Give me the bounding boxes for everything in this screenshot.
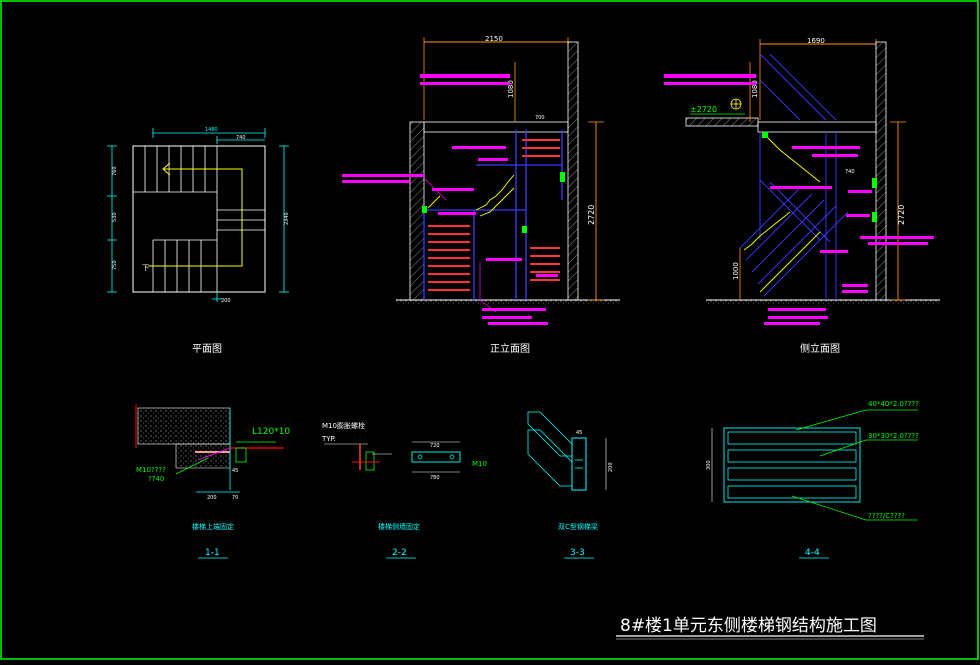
- plan-dim-top-total: 1480: [205, 127, 218, 133]
- detail-3-3: 200 45 双C型钢梯梁 3-3: [527, 411, 614, 559]
- detail-2-dim-a: 720: [430, 443, 440, 449]
- detail-1-number: 1-1: [205, 548, 220, 558]
- title-block: 8#楼1单元东侧楼梯钢结构施工图: [616, 616, 924, 640]
- front-dim-upper: 1080: [507, 80, 515, 98]
- detail-2-number: 2-2: [392, 548, 407, 558]
- front-view-label: 正立面图: [490, 342, 530, 355]
- front-elevation-view: 2150 2720 1080: [342, 35, 620, 355]
- detail-4-dim: 300: [706, 460, 712, 470]
- side-dim-upper: 1080: [751, 80, 759, 98]
- detail-1-dim-b: 70: [232, 495, 238, 501]
- detail-1-dim-a: 200: [207, 495, 217, 501]
- detail-1-dim-c: 45: [232, 468, 238, 474]
- detail-2-m10-label: M10: [472, 460, 487, 468]
- plan-dim-left-3: 750: [112, 260, 118, 270]
- detail-3-caption: 双C型钢梯梁: [558, 522, 598, 531]
- detail-1-caption: 楼梯上端固定: [192, 522, 234, 531]
- detail-4-number: 4-4: [805, 548, 820, 558]
- detail-4-label-3: ????/C????: [868, 512, 905, 520]
- side-dim-small: 740: [845, 169, 855, 175]
- detail-1-bolt-label: M10????: [136, 466, 166, 474]
- plan-view: 1480 740 760 530 750 2340: [107, 127, 290, 355]
- detail-1-angle-label: L120*10: [252, 427, 290, 437]
- detail-4-4: 300 40*40*2.0???? 30*30*2.0???? ????/C??…: [706, 400, 919, 559]
- detail-3-number: 3-3: [570, 548, 585, 558]
- detail-3-dim-a: 200: [608, 462, 614, 472]
- side-dim-lower: 1000: [732, 262, 740, 280]
- plan-up-mark: 下: [142, 264, 149, 272]
- plan-dim-bottom: 200: [221, 298, 231, 304]
- plan-dim-left-1: 760: [112, 166, 118, 176]
- detail-2-typ-label: TYP.: [321, 435, 336, 443]
- plan-dim-left-2: 530: [112, 212, 118, 222]
- detail-2-caption: 楼梯侧墙固定: [378, 522, 420, 531]
- detail-4-label-1: 40*40*2.0????: [868, 400, 919, 408]
- side-dim-height: 2720: [897, 205, 906, 225]
- detail-2-bolt-label: M10膨胀螺栓: [322, 421, 365, 430]
- plan-dim-top-right: 740: [236, 135, 246, 141]
- drawing-title: 8#楼1单元东侧楼梯钢结构施工图: [620, 616, 877, 636]
- side-elevation-mark: ±2720: [690, 105, 717, 114]
- side-view-label: 侧立面图: [800, 342, 840, 355]
- detail-2-2: M10膨胀螺栓 TYP. 720 780 M10 楼梯侧墙固定 2-2: [321, 421, 487, 559]
- detail-2-dim-b: 780: [430, 475, 440, 481]
- detail-4-label-2: 30*30*2.0????: [868, 432, 919, 440]
- front-dim-top: 2150: [485, 35, 503, 43]
- plan-dim-right: 2340: [284, 212, 290, 225]
- front-dim-small: 700: [535, 115, 545, 121]
- plan-view-label: 平面图: [192, 343, 222, 355]
- detail-1-1: L120*10 M10???? ??40 200 70 45 楼梯上端固定 1-…: [135, 404, 290, 559]
- front-dim-height: 2720: [587, 205, 596, 225]
- side-elevation-view: 1690 ±2720 2720 1080 1000: [664, 37, 940, 355]
- side-dim-top: 1690: [807, 37, 825, 45]
- detail-3-dim-b: 45: [576, 430, 582, 436]
- detail-1-bolt-label-2: ??40: [148, 475, 164, 483]
